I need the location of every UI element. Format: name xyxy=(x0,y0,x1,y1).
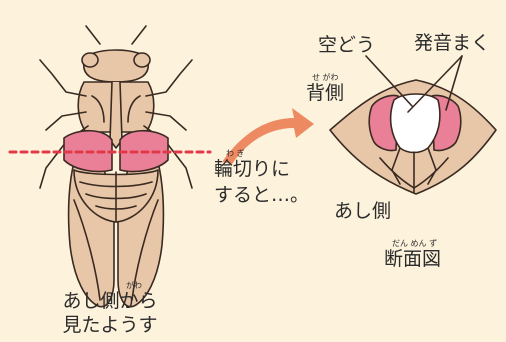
sound-membrane-label: 発音まく xyxy=(414,34,490,53)
leg-side-label: あし側 xyxy=(334,202,391,221)
right-front-leg xyxy=(146,60,192,96)
cut-ruby: わ ぎ xyxy=(226,150,245,158)
hollow-label: 空どう xyxy=(318,36,375,55)
cut-label-line1: 輪切りに xyxy=(214,160,290,179)
back-side-ruby: せ がわ xyxy=(312,74,339,82)
cross-section-label: 断面図 xyxy=(384,250,441,269)
cross-section-ruby: だん めん ず xyxy=(392,240,437,248)
view-caption-line1: あし側から xyxy=(40,290,180,314)
left-antenna xyxy=(86,26,100,44)
left-front-leg xyxy=(40,60,86,96)
view-caption: あし側から 見たようす xyxy=(40,290,180,338)
right-antenna xyxy=(132,26,146,44)
cross-section-illustration xyxy=(330,80,496,194)
view-caption-ruby: がわ xyxy=(126,282,142,290)
cicada-underside-illustration xyxy=(40,26,192,307)
left-compound-eye xyxy=(82,53,98,67)
mouthpart xyxy=(110,82,122,148)
right-compound-eye xyxy=(134,53,150,67)
back-side-label: 背側 xyxy=(306,84,344,103)
view-caption-line2: 見たようす xyxy=(40,314,180,338)
cut-label-line2: すると…。 xyxy=(214,186,309,205)
